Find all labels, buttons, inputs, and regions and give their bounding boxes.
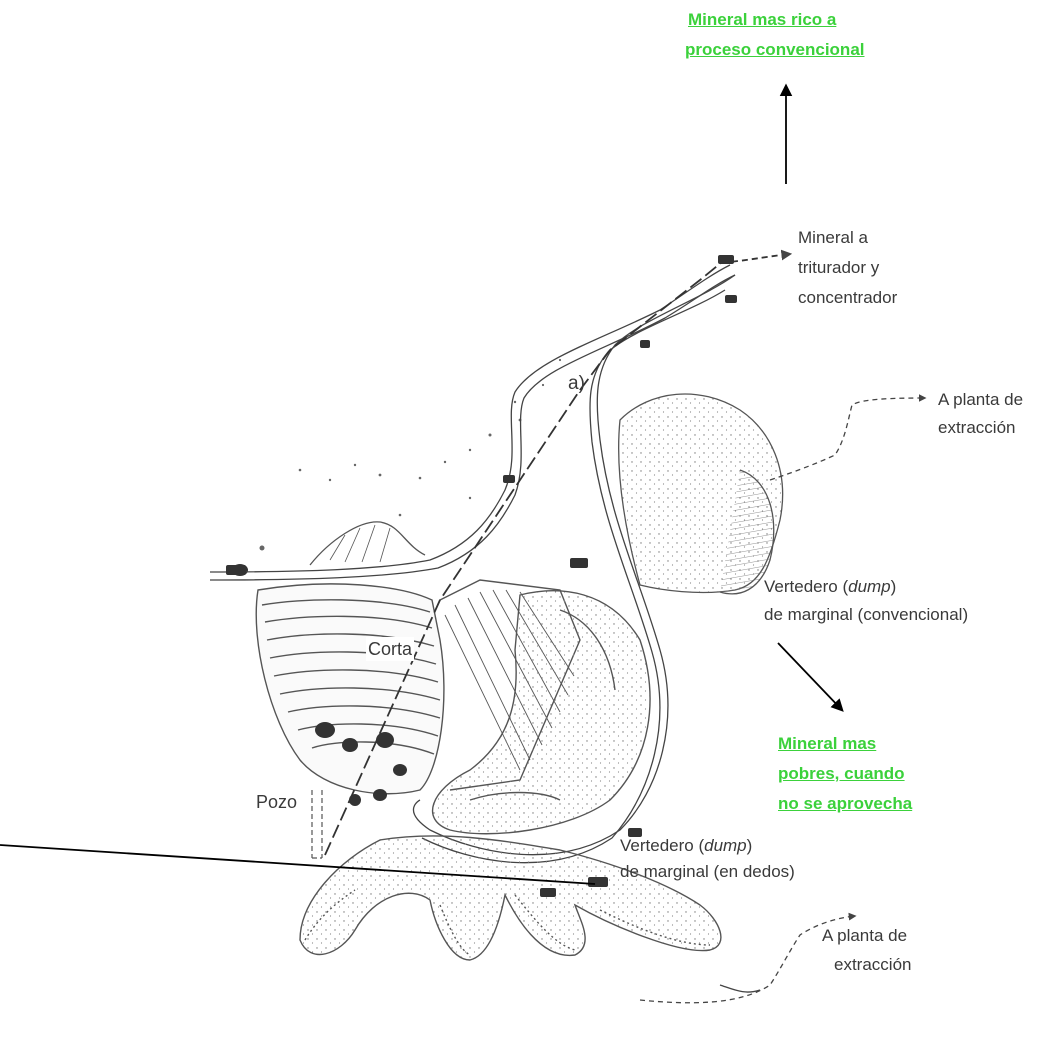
label-planta-top-1: A planta de bbox=[938, 388, 1023, 412]
label-vertedero-conv-1: Vertedero (dump) bbox=[764, 575, 896, 599]
label-vertedero-dedos-2: de marginal (en dedos) bbox=[620, 860, 795, 884]
note-rich-ore-1: Mineral mas rico a bbox=[688, 8, 836, 32]
label-mineral-trit-1: Mineral a bbox=[798, 226, 868, 250]
label-planta-bot-1: A planta de bbox=[822, 924, 907, 948]
label-vertedero-conv-2: de marginal (convencional) bbox=[764, 603, 968, 627]
terrain-dots bbox=[260, 359, 562, 551]
label-mineral-trit-2: triturador y bbox=[798, 256, 879, 280]
panel-letter: a) bbox=[568, 372, 585, 396]
label-planta-bot-2: extracción bbox=[834, 953, 911, 977]
central-hill bbox=[433, 591, 650, 834]
dump-conveyor-top bbox=[770, 398, 925, 480]
conventional-dump bbox=[619, 394, 783, 594]
label-vertedero-dedos-1: Vertedero (dump) bbox=[620, 834, 752, 858]
note-poor-ore-1: Mineral mas bbox=[778, 732, 876, 756]
shaft bbox=[312, 790, 322, 858]
label-mineral-trit-3: concentrador bbox=[798, 286, 897, 310]
label-pozo: Pozo bbox=[256, 790, 297, 814]
left-hill bbox=[310, 522, 425, 565]
label-corta: Corta bbox=[366, 637, 414, 661]
note-poor-ore-3: no se aprovecha bbox=[778, 792, 912, 816]
note-rich-ore-2: proceso convencional bbox=[685, 38, 865, 62]
arrow-to-poor-ore bbox=[778, 643, 842, 710]
note-poor-ore-2: pobres, cuando bbox=[778, 762, 905, 786]
label-planta-top-2: extracción bbox=[938, 416, 1015, 440]
